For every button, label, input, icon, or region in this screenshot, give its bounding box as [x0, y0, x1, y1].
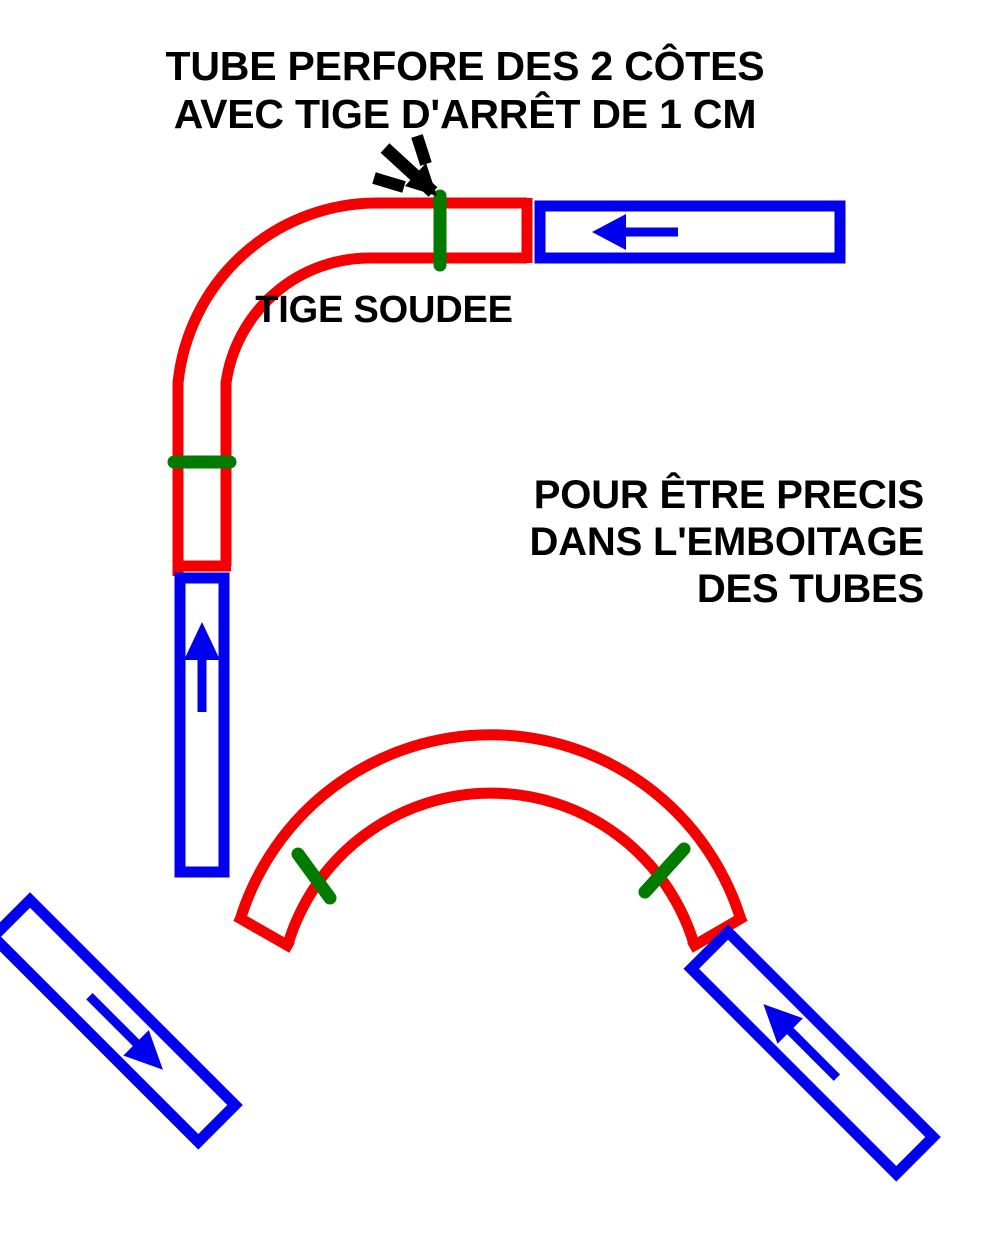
arch-stop-rod-right [638, 842, 691, 899]
precision-line-2: DANS L'EMBOITAGE [529, 520, 925, 565]
page-title: TUBE PERFORE DES 2 CÔTES AVEC TIGE D'ARR… [0, 42, 930, 139]
top-bend-red-tube [172, 197, 533, 576]
bottom-arch-red-tube [233, 729, 748, 953]
arch-stop-rod-left [291, 847, 337, 905]
title-line-1: TUBE PERFORE DES 2 CÔTES [165, 43, 765, 89]
precision-note: POUR ÊTRE PRECIS DANS L'EMBOITAGE DES TU… [0, 472, 925, 614]
bottom-right-blue-tube [683, 924, 941, 1182]
weld-label: TIGE SOUDEE [0, 288, 768, 333]
weld-label-text: TIGE SOUDEE [255, 289, 513, 331]
left-vertical-blue-tube [174, 572, 230, 878]
precision-line-3: DES TUBES [696, 567, 924, 612]
precision-line-1: POUR ÊTRE PRECIS [533, 473, 924, 517]
top-right-blue-tube [534, 200, 846, 264]
title-line-2: AVEC TIGE D'ARRÊT DE 1 CM [173, 91, 757, 138]
pointer-arrow [372, 134, 438, 197]
bottom-left-blue-tube [0, 892, 243, 1150]
